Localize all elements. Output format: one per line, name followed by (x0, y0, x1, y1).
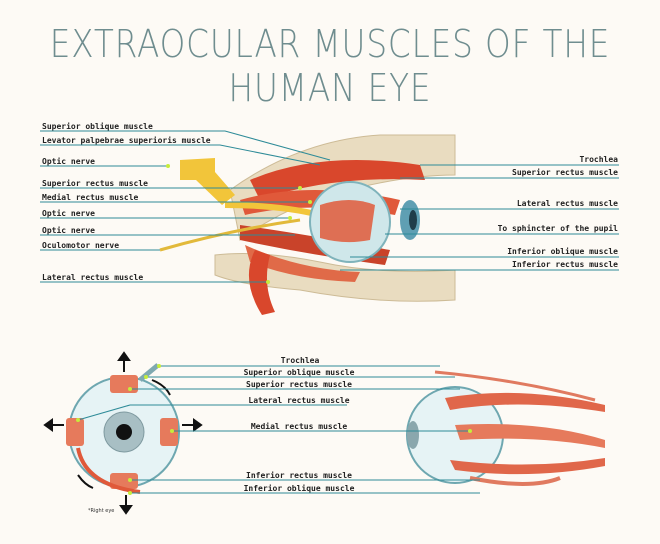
label-lateral-rectus-muscle: Lateral rectus muscle (517, 199, 618, 208)
right-eye-note: *Right eye (88, 508, 114, 514)
label-medial-rectus-muscle: Medial rectus muscle (251, 421, 348, 431)
label-inferior-oblique-muscle: Inferior oblique muscle (507, 246, 618, 256)
page-title: EXTRAOCULAR MUSCLES OF THE HUMAN EYE (49, 22, 611, 110)
label-medial-rectus-muscle: Medial rectus muscle (42, 192, 139, 202)
label-optic-nerve: Optic nerve (42, 156, 95, 166)
label-optic-nerve: Optic nerve (42, 208, 95, 218)
label-lateral-rectus-muscle: Lateral rectus muscle (42, 273, 143, 282)
label-superior-rectus-muscle: Superior rectus muscle (246, 379, 352, 389)
label-inferior-rectus-muscle: Inferior rectus muscle (246, 470, 352, 480)
label-superior-oblique-muscle: Superior oblique muscle (42, 121, 153, 131)
label-trochlea: Trochlea (281, 356, 320, 365)
label-superior-rectus-muscle: Superior rectus muscle (512, 167, 618, 177)
label-oculomotor-nerve: Oculomotor nerve (42, 241, 119, 250)
top-left-leaders (40, 130, 331, 284)
label-trochlea: Trochlea (579, 155, 618, 164)
label-superior-oblique-muscle: Superior oblique muscle (244, 367, 355, 377)
label-optic-nerve: Optic nerve (42, 225, 95, 235)
label-levator-palpebrae: Levator palpebrae superioris muscle (42, 135, 211, 145)
label-sphincter-pupil: To sphincter of the pupil (498, 223, 619, 233)
side-eye-illustration (406, 370, 605, 486)
label-lateral-rectus-muscle: Lateral rectus muscle (248, 396, 349, 405)
label-superior-rectus-muscle: Superior rectus muscle (42, 178, 148, 188)
top-right-leaders (340, 164, 619, 271)
bottom-leaders (76, 364, 480, 495)
label-inferior-oblique-muscle: Inferior oblique muscle (244, 483, 355, 493)
label-inferior-rectus-muscle: Inferior rectus muscle (512, 259, 618, 269)
